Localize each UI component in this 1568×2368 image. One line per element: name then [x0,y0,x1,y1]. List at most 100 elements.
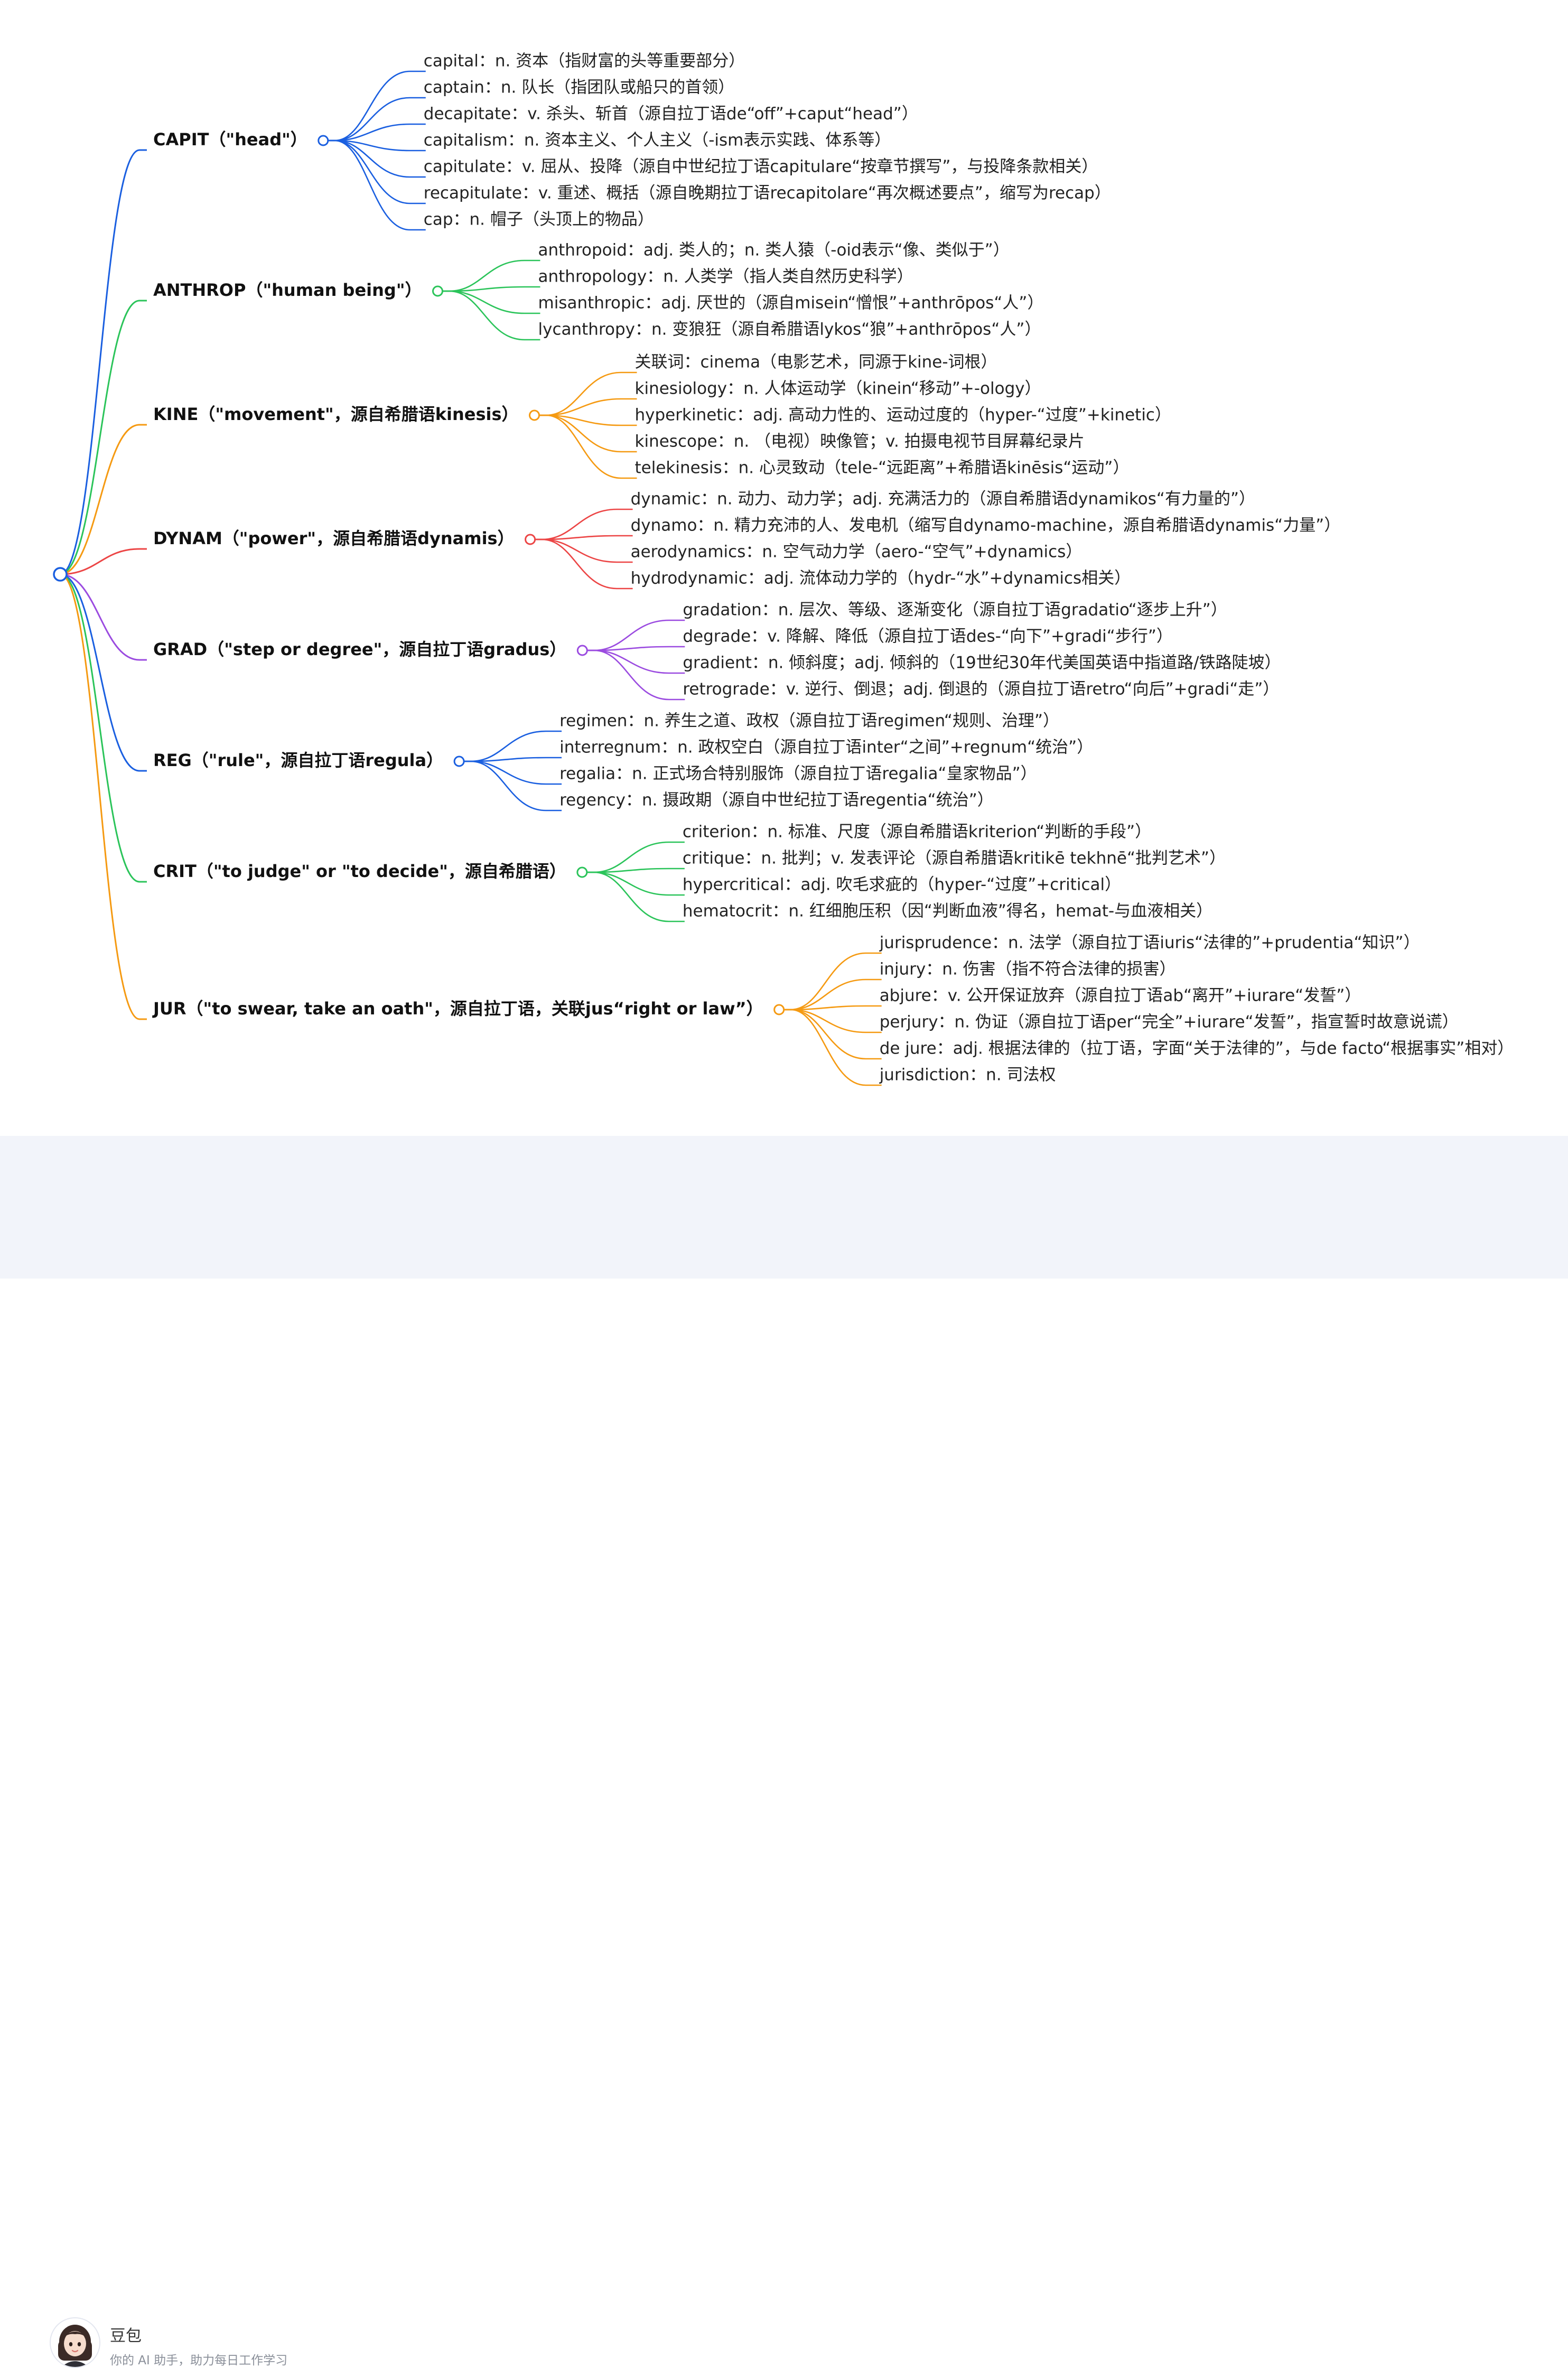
leaf-connector [539,398,637,416]
branch-node[interactable] [576,645,588,656]
leaf-connector [328,97,426,142]
leaf-label: regency：n. 摄政期（源自中世纪拉丁语regentia“统治”） [559,791,994,810]
leaf-label: interregnum：n. 政权空白（源自拉丁语inter“之间”+regnu… [559,738,1093,757]
leaf-label: cap：n. 帽子（头顶上的物品） [424,210,654,229]
branch-label: GRAD（"step or degree"，源自拉丁语gradus） [153,639,566,659]
leaf-label: misanthropic：adj. 厌世的（源自misein“憎恨”+anthr… [538,294,1044,313]
leaf-label: telekinesis：n. 心灵致动（tele-“远距离”+希腊语kinēsi… [635,459,1130,478]
leaf-label: recapitulate：v. 重述、概括（源自晚期拉丁语recapitolar… [424,184,1111,203]
root-branch-connector [60,573,147,1020]
leaf-label: dynamo：n. 精力充沛的人、发电机（缩写自dynamo-machine，源… [631,516,1341,535]
leaf-label: jurisdiction：n. 司法权 [879,1066,1056,1085]
root-branch-connector [60,573,147,772]
branch-node[interactable] [453,756,465,767]
leaf-connector [535,538,633,590]
leaf-label: anthropoid：adj. 类人的；n. 类人猿（-oid表示“像、类似于”… [538,241,1010,260]
leaf-label: hydrodynamic：adj. 流体动力学的（hydr-“水”+dynami… [631,569,1131,588]
leaf-label: critique：n. 批判；v. 发表评论（源自希腊语kritikē tekh… [683,849,1226,868]
leaf-label: hyperkinetic：adj. 高动力性的、运动过度的（hyper-“过度”… [635,406,1171,425]
leaf-label: gradation：n. 层次、等级、逐渐变化（源自拉丁语gradatio“逐步… [683,601,1227,620]
leaf-connector [464,757,562,762]
leaf-connector [587,649,685,674]
leaf-connector [539,371,637,416]
leaf-label: hematocrit：n. 红细胞压积（因“判断血液”得名，hemat-与血液相… [683,902,1212,921]
leaf-connector [535,508,633,540]
leaf-connector [539,414,637,479]
leaf-connector [586,868,685,873]
leaf-label: regalia：n. 正式场合特别服饰（源自拉丁语regalia“皇家物品”） [559,765,1037,784]
leaf-connector [328,123,426,142]
leaf-connector [586,841,685,873]
leaf-connector [587,649,685,701]
branch-node[interactable] [529,409,540,421]
leaf-connector [442,290,540,314]
branch-label: DYNAM（"power"，源自希腊语dynamis） [153,528,515,548]
branch-node[interactable] [432,285,443,297]
root-branch-connector [60,573,147,883]
leaf-connector [328,139,426,178]
leaf-connector [586,871,685,922]
branch-node[interactable] [773,1004,785,1015]
leaf-label: capitalism：n. 资本主义、个人主义（-ism表示实践、体系等） [424,131,891,150]
leaf-connector [535,535,633,540]
branch-label: JUR（"to swear, take an oath"，源自拉丁语，关联jus… [152,999,763,1019]
leaf-connector [464,730,562,762]
leaf-label: kinescope：n. （电视）映像管；v. 拍摄电视节目屏幕纪录片 [635,432,1085,451]
leaf-connector [783,1009,882,1086]
leaf-label: capital：n. 资本（指财富的头等重要部分） [424,52,745,71]
leaf-label: abjure：v. 公开保证放弃（源自拉丁语ab“离开”+iurare“发誓”） [880,986,1361,1005]
leaf-label: capitulate：v. 屈从、投降（源自中世纪拉丁语capitulare“按… [424,157,1098,176]
leaf-label: injury：n. 伤害（指不符合法律的损害） [880,960,1176,979]
leaf-label: jurisprudence：n. 法学（源自拉丁语iuris“法律的”+prud… [879,934,1420,953]
leaf-connector [783,1009,882,1033]
root-branch-connector [60,573,147,661]
leaf-label: gradient：n. 倾斜度；adj. 倾斜的（19世纪30年代美国英语中指道… [683,654,1281,673]
branch-label: CAPIT（"head"） [153,129,307,150]
leaf-connector [783,1009,882,1060]
root-branch-connector [60,300,147,575]
leaf-connector [442,286,540,292]
branch-label: REG（"rule"，源自拉丁语regula） [153,750,443,770]
leaf-label: dynamic：n. 动力、动力学；adj. 充满活力的（源自希腊语dynami… [631,490,1255,509]
root-node[interactable] [53,567,68,582]
leaf-label: captain：n. 队长（指团队或船只的首领） [424,78,734,97]
root-branch-connector [60,424,147,575]
leaf-connector [539,414,637,453]
leaf-connector [535,538,633,563]
branch-label: CRIT（"to judge" or "to decide"，源自希腊语） [153,861,566,881]
leaf-label: retrograde：v. 逆行、倒退；adj. 倒退的（源自拉丁语retro“… [683,680,1279,699]
leaf-connector [783,952,882,1011]
leaf-label: 关联词：cinema（电影艺术，同源于kine-词根） [635,353,997,372]
leaf-connector [328,139,426,231]
leaf-connector [783,978,882,1011]
branch-node[interactable] [318,135,329,146]
leaf-label: perjury：n. 伪证（源自拉丁语per“完全”+iurare“发誓”，指宣… [880,1013,1459,1032]
root-branch-connector [60,149,147,575]
leaf-label: aerodynamics：n. 空气动力学（aero-“空气”+dynamics… [631,543,1082,562]
branch-node[interactable] [525,534,536,545]
footer-bar: 豆包 你的 AI 助手，助力每日工作学习 [0,1136,1568,2367]
root-branch-connector [60,548,147,575]
leaf-connector [328,70,426,142]
brand-name: 豆包 [110,2327,142,2345]
leaf-connector [464,760,562,812]
mindmap-canvas: CAPIT（"head"） capital：n. 资本（指财富的头等重要部分） ca… [53,52,1514,1086]
branch-label: ANTHROP（"human being"） [153,280,422,300]
branch-label: KINE（"movement"，源自希腊语kinesis） [153,404,519,424]
leaf-label: kinesiology：n. 人体运动学（kinein“移动”+-ology） [635,379,1041,398]
leaf-label: hypercritical：adj. 吹毛求疵的（hyper-“过度”+crit… [683,875,1121,894]
leaf-connector [587,646,685,651]
leaf-connector [587,619,685,651]
leaf-label: degrade：v. 降解、降低（源自拉丁语des-“向下”+gradi“步行”… [683,627,1173,646]
leaf-label: decapitate：v. 杀头、斩首（源自拉丁语de“off”+caput“h… [424,105,918,124]
doubao-avatar [51,2318,99,2367]
branch-node[interactable] [576,866,588,878]
brand-tagline: 你的 AI 助手，助力每日工作学习 [110,2354,288,2367]
leaf-label: criterion：n. 标准、尺度（源自希腊语kriterion“判断的手段”… [683,823,1151,842]
leaf-connector [442,290,540,341]
leaf-label: lycanthropy：n. 变狼狂（源自希腊语lykos“狼”+anthrōp… [538,320,1041,339]
connector-layer [60,70,882,1086]
leaf-label: de jure：adj. 根据法律的（拉丁语，字面“关于法律的”，与de fac… [880,1039,1514,1058]
leaf-label: anthropology：n. 人类学（指人类自然历史科学） [538,267,913,286]
leaf-connector [464,760,562,785]
